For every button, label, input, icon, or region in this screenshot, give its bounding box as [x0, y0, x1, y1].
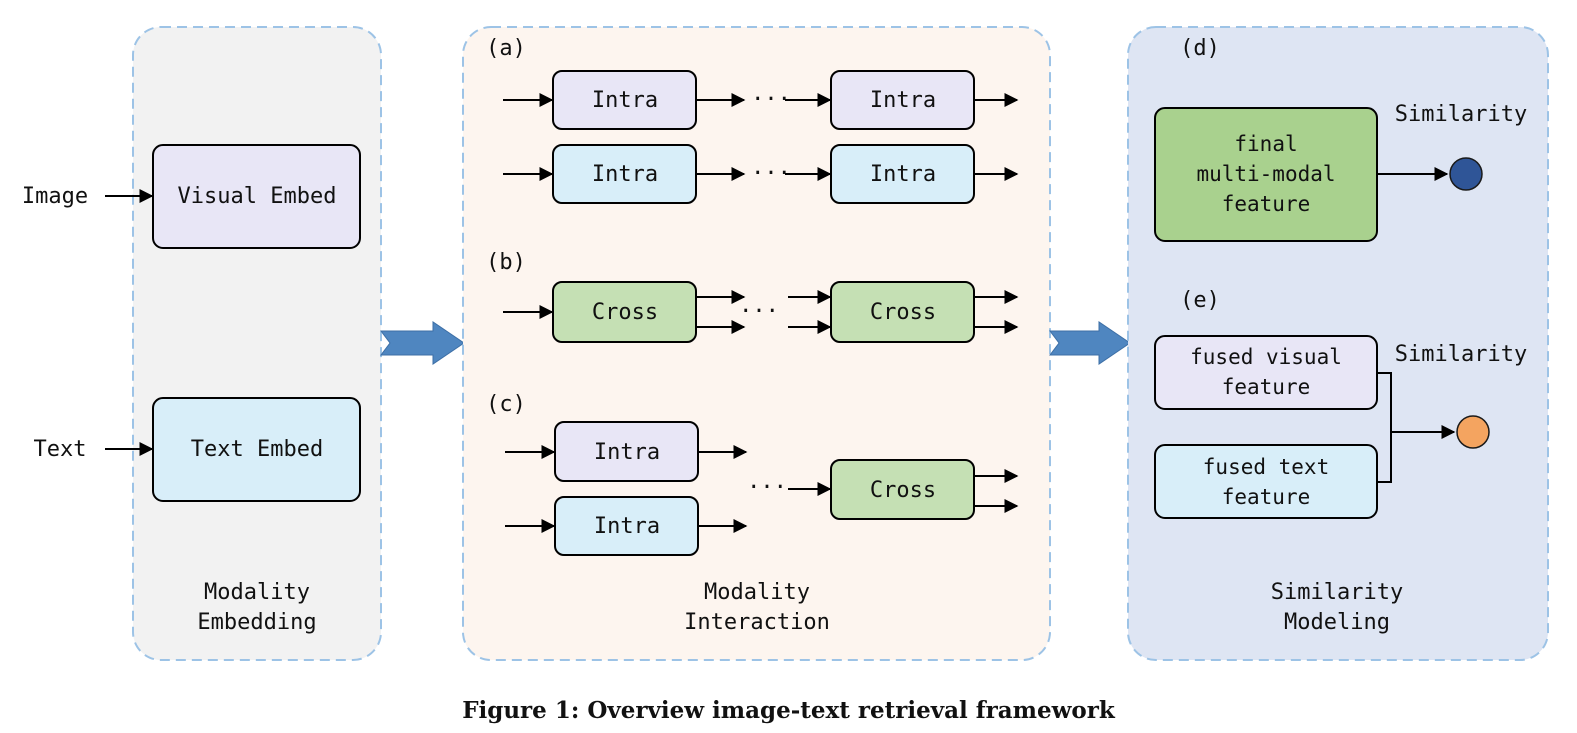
text-embed-label: Text Embed — [191, 437, 323, 462]
fused-visual-line2: feature — [1222, 375, 1311, 399]
label-e: (e) — [1180, 288, 1220, 313]
cross-label: Cross — [870, 478, 936, 503]
fused-visual-line1: fused visual — [1190, 345, 1342, 369]
cross-box — [552, 281, 697, 343]
figure-caption: Figure 1: Overview image-text retrieval … — [462, 697, 1115, 724]
image-input-label: Image — [22, 184, 88, 209]
final-feature-line1: final — [1234, 132, 1297, 156]
fusion-bracket — [1377, 372, 1392, 483]
cross-box — [830, 281, 975, 343]
visual-embed-box — [152, 144, 361, 249]
text-input-label: Text — [34, 437, 87, 462]
intra-label: Intra — [594, 514, 660, 539]
cross-label: Cross — [592, 300, 658, 325]
embedding-title-line2: Embedding — [197, 610, 316, 635]
ellipsis: ··· — [751, 161, 791, 186]
similarity-label-d: Similarity — [1395, 102, 1527, 127]
flow-arrow-1 — [380, 321, 465, 365]
embedding-title-line1: Modality — [204, 580, 310, 605]
intra-label: Intra — [870, 162, 936, 187]
label-c: (c) — [486, 392, 526, 417]
intra-label: Intra — [594, 440, 660, 465]
intra-label: Intra — [870, 88, 936, 113]
similarity-score-dot-orange — [1456, 415, 1490, 449]
label-a: (a) — [486, 36, 526, 61]
flow-arrow-2 — [1049, 321, 1131, 365]
intra-label: Intra — [592, 162, 658, 187]
similarity-score-dot-blue — [1449, 157, 1483, 191]
cross-box — [830, 459, 975, 520]
final-feature-line2: multi-modal — [1196, 162, 1335, 186]
framework-diagram: Image Visual Embed Text Text Embed Modal… — [22, 26, 1549, 661]
embedding-panel — [132, 26, 382, 661]
similarity-label-e: Similarity — [1395, 342, 1527, 367]
label-b: (b) — [486, 250, 526, 275]
interaction-title-line2: Interaction — [684, 610, 830, 635]
label-d: (d) — [1180, 36, 1220, 61]
ellipsis: ··· — [751, 87, 791, 112]
final-feature-line3: feature — [1222, 192, 1311, 216]
interaction-title-line1: Modality — [704, 580, 810, 605]
similarity-title-line1: Similarity — [1271, 580, 1403, 605]
ellipsis: ··· — [739, 299, 779, 324]
cross-label: Cross — [870, 300, 936, 325]
ellipsis: ··· — [747, 475, 787, 500]
fused-text-line2: feature — [1222, 485, 1311, 509]
visual-embed-label: Visual Embed — [178, 184, 337, 209]
fused-text-line1: fused text — [1203, 455, 1329, 479]
similarity-title-line2: Modeling — [1284, 610, 1390, 635]
intra-label: Intra — [592, 88, 658, 113]
text-embed-box — [152, 397, 361, 502]
